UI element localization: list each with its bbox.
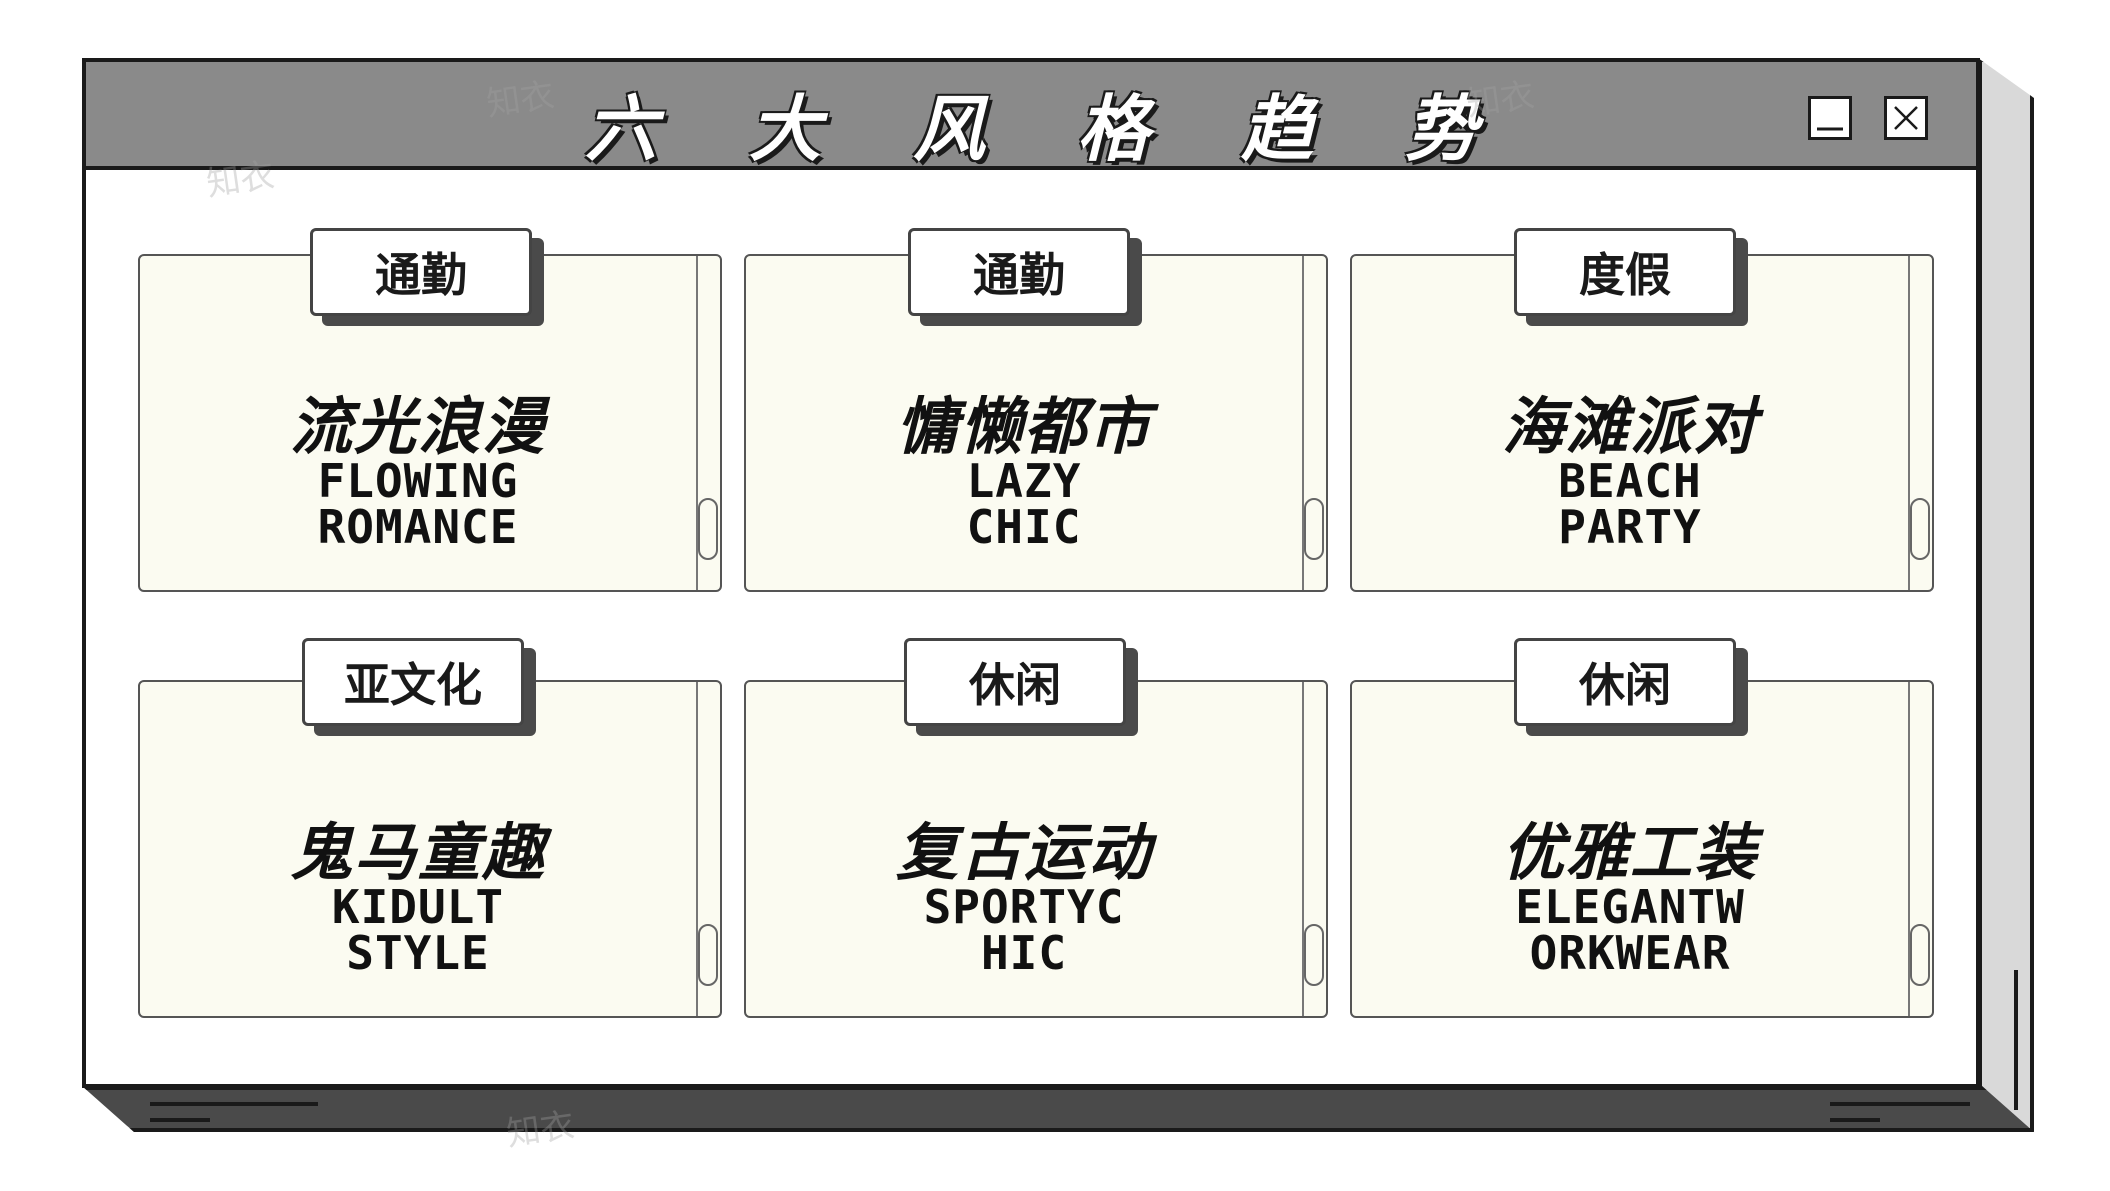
card-scroll-thumb[interactable]	[1304, 924, 1324, 986]
app-window: 六大风格趋势 知衣 知衣 知衣 知衣 知衣 流光浪漫 FLOWING ROMAN…	[82, 58, 1980, 1155]
card-tag: 休闲	[1514, 638, 1736, 726]
card-subtitle-line: FLOWING	[317, 454, 519, 508]
card-subtitle-line: SPORTYC	[923, 880, 1125, 934]
depth-line-left	[150, 1102, 318, 1106]
card-scroll-thumb[interactable]	[698, 924, 718, 986]
card-subtitle-line: STYLE	[346, 926, 490, 980]
title-bar[interactable]: 六大风格趋势	[86, 62, 1976, 171]
card-scrollbar[interactable]	[1302, 256, 1326, 590]
card-subtitle-line: PARTY	[1558, 500, 1702, 554]
card-subtitle-line: KIDULT	[331, 880, 505, 934]
close-icon	[1894, 106, 1918, 130]
card-subtitle-line: ORKWEAR	[1529, 926, 1731, 980]
card-subtitle-line: CHIC	[966, 500, 1082, 554]
card-tag: 亚文化	[302, 638, 524, 726]
card-subtitle: ELEGANTW ORKWEAR	[1352, 884, 1908, 976]
card-subtitle: LAZY CHIC	[746, 458, 1302, 550]
card-scrollbar[interactable]	[1302, 682, 1326, 1016]
card-subtitle: BEACH PARTY	[1352, 458, 1908, 550]
card-subtitle-line: ROMANCE	[317, 500, 519, 554]
card-title: 海滩派对	[1501, 390, 1758, 463]
card-title: 优雅工装	[1501, 816, 1758, 889]
depth-line-left-2	[150, 1118, 210, 1122]
card-title: 慵懒都市	[895, 390, 1152, 463]
card-title: 复古运动	[895, 816, 1152, 889]
card-subtitle: SPORTYC HIC	[746, 884, 1302, 976]
card-title: 鬼马童趣	[289, 816, 546, 889]
card-subtitle-line: LAZY	[966, 454, 1082, 508]
style-card-sporty-chic[interactable]: 复古运动 SPORTYC HIC	[744, 680, 1328, 1018]
card-title: 流光浪漫	[289, 390, 546, 463]
card-subtitle-line: HIC	[980, 926, 1068, 980]
minimize-button[interactable]	[1808, 96, 1852, 140]
close-button[interactable]	[1884, 96, 1928, 140]
depth-line-vertical	[2014, 970, 2018, 1110]
card-subtitle: KIDULT STYLE	[140, 884, 696, 976]
card-tag: 休闲	[904, 638, 1126, 726]
card-scroll-thumb[interactable]	[698, 498, 718, 560]
window-depth-bottom	[82, 1086, 2034, 1132]
card-tag: 通勤	[908, 228, 1130, 316]
card-subtitle-line: ELEGANTW	[1515, 880, 1745, 934]
card-scroll-thumb[interactable]	[1304, 498, 1324, 560]
card-scrollbar[interactable]	[1908, 256, 1932, 590]
minimize-icon	[1817, 127, 1843, 131]
depth-line-right	[1830, 1102, 1970, 1106]
card-scrollbar[interactable]	[696, 682, 720, 1016]
depth-line-right-2	[1830, 1118, 1880, 1122]
card-scroll-thumb[interactable]	[1910, 924, 1930, 986]
style-card-kidult-style[interactable]: 鬼马童趣 KIDULT STYLE	[138, 680, 722, 1018]
card-tag: 通勤	[310, 228, 532, 316]
card-subtitle-line: BEACH	[1558, 454, 1702, 508]
card-subtitle: FLOWING ROMANCE	[140, 458, 696, 550]
card-scrollbar[interactable]	[1908, 682, 1932, 1016]
card-scrollbar[interactable]	[696, 256, 720, 590]
window-depth-right	[1978, 58, 2034, 1132]
card-scroll-thumb[interactable]	[1910, 498, 1930, 560]
card-tag: 度假	[1514, 228, 1736, 316]
window-title: 六大风格趋势	[584, 87, 1569, 171]
style-card-elegant-workwear[interactable]: 优雅工装 ELEGANTW ORKWEAR	[1350, 680, 1934, 1018]
